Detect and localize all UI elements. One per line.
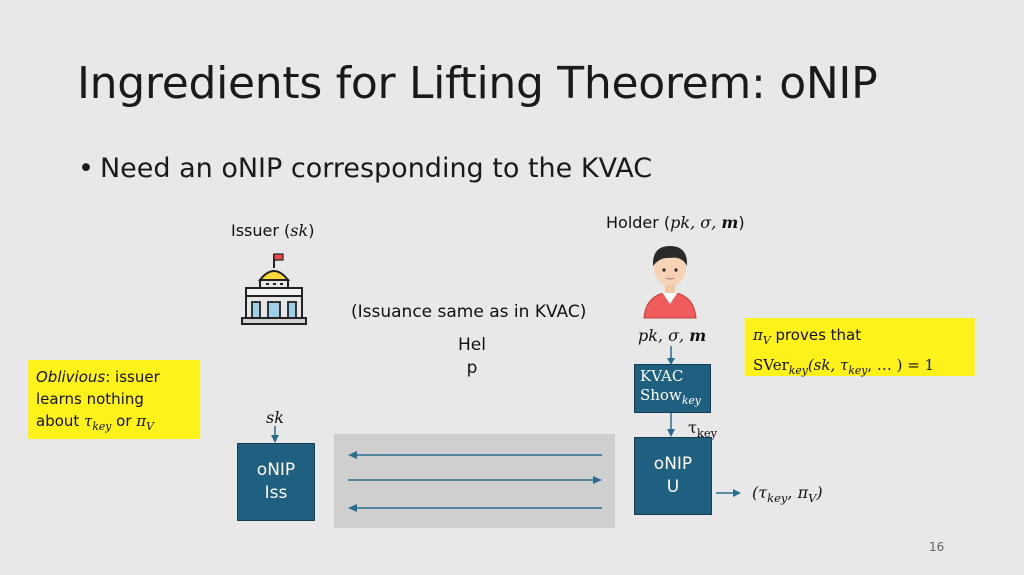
holder-label: Holder (pk, σ, m) <box>606 213 745 232</box>
bullet-point: •Need an oNIP corresponding to the KVAC <box>78 153 652 184</box>
user-person-icon <box>643 246 697 319</box>
arrow-kvac-to-onip-u <box>667 413 675 437</box>
tau-key-label: τkey <box>688 418 718 441</box>
proof-note: πV proves that SVerkey(sk, τkey, … ) = 1 <box>745 318 975 377</box>
output-label: (τkey, πV) <box>752 483 823 506</box>
onip-u-box: oNIP U <box>634 437 712 515</box>
kvac-show-box: KVAC Showkey <box>634 364 711 413</box>
arrow-sk-to-onip-iss <box>271 426 279 443</box>
bullet-dot: • <box>78 153 94 184</box>
government-building-icon <box>241 253 307 325</box>
issuance-note: (Issuance same as in KVAC) <box>351 302 587 322</box>
help-text: Hel p <box>458 335 486 378</box>
message-arrows <box>348 451 602 512</box>
slide-title: Ingredients for Lifting Theorem: oNIP <box>77 58 878 109</box>
bullet-text: Need an oNIP corresponding to the KVAC <box>99 153 653 184</box>
oblivious-note: Oblivious: issuer learns nothing about τ… <box>28 360 200 439</box>
onip-iss-box: oNIP Iss <box>237 443 315 521</box>
issuer-label: Issuer (sk) <box>231 221 315 240</box>
communication-channel <box>334 434 615 528</box>
sk-input-label: sk <box>266 408 284 427</box>
arrow-output <box>716 489 741 497</box>
page-number: 16 <box>929 540 945 554</box>
arrow-inputs-to-kvac <box>667 346 675 365</box>
holder-inputs: pk, σ, m <box>638 326 707 345</box>
